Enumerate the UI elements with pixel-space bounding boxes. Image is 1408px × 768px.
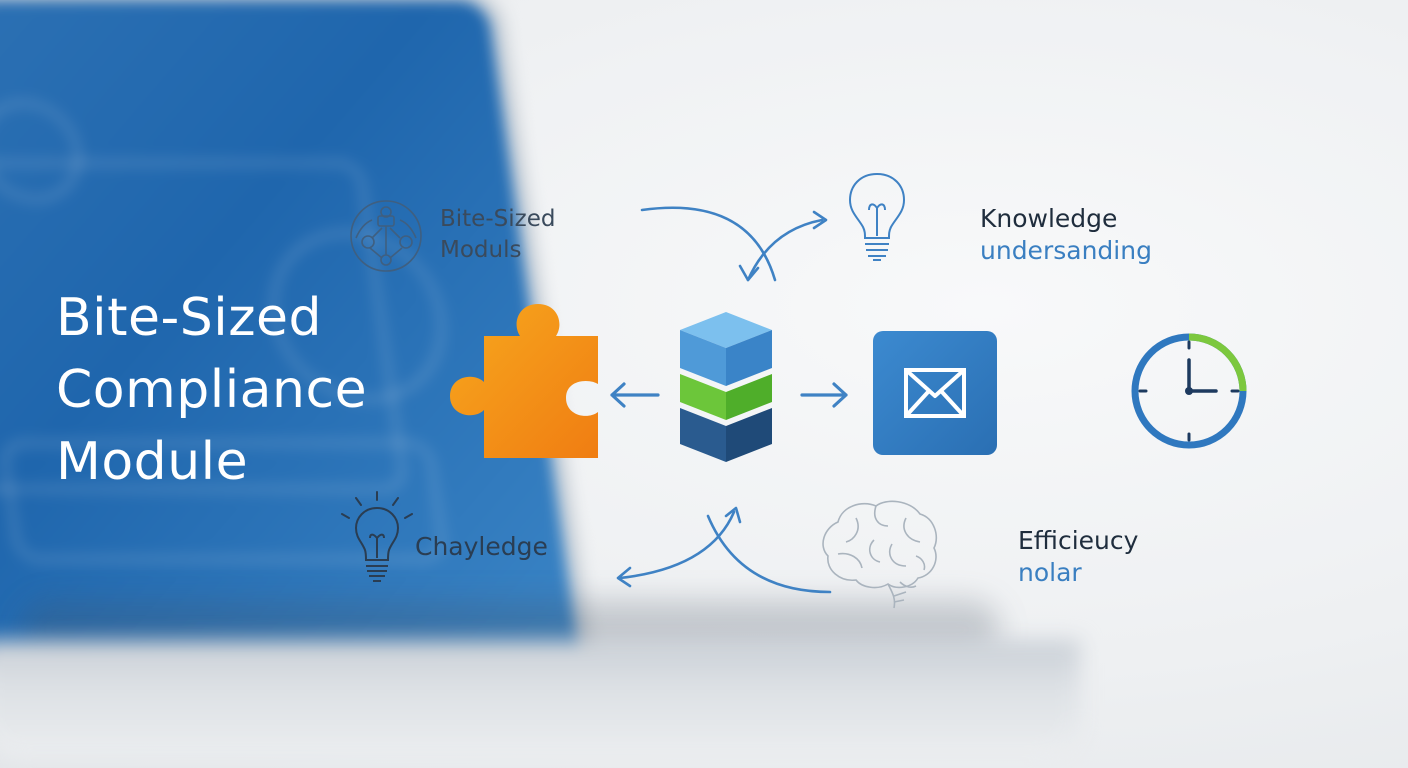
lightbulb-icon — [846, 170, 908, 266]
bottom-left-label: Chayledge — [415, 532, 548, 561]
clock-icon — [1130, 332, 1248, 450]
arrow-right-icon — [798, 380, 852, 410]
top-left-label: Bite-Sized Moduls — [440, 204, 555, 266]
top-left-label-line-2: Moduls — [440, 237, 522, 263]
headline-line-1: Bite-Sized — [56, 288, 323, 348]
headline-line-3: Module — [56, 432, 249, 492]
curved-arrows-bottom — [610, 502, 840, 598]
lightbulb-icon — [338, 490, 416, 586]
layered-cube-icon — [676, 308, 776, 464]
puzzle-piece-icon — [448, 302, 603, 460]
bottom-right-label-line-1: Efficieucy — [1018, 526, 1139, 555]
mail-icon — [872, 330, 998, 456]
headline: Bite-Sized Compliance Module — [56, 282, 367, 498]
network-circle-icon — [348, 198, 424, 274]
top-right-label-line-1: Knowledge — [980, 204, 1118, 233]
top-right-label: Knowledge undersanding — [980, 203, 1152, 267]
bottom-right-label-line-2: nolar — [1018, 558, 1082, 587]
headline-line-2: Compliance — [56, 360, 368, 420]
brain-icon — [816, 496, 942, 612]
top-left-label-line-1: Bite-Sized — [440, 206, 556, 232]
laptop-base — [0, 640, 1080, 760]
curved-arrows-top — [630, 200, 850, 290]
arrow-left-icon — [608, 380, 662, 410]
bottom-right-label: Efficieucy nolar — [1018, 525, 1138, 589]
top-right-label-line-2: undersanding — [980, 236, 1152, 265]
